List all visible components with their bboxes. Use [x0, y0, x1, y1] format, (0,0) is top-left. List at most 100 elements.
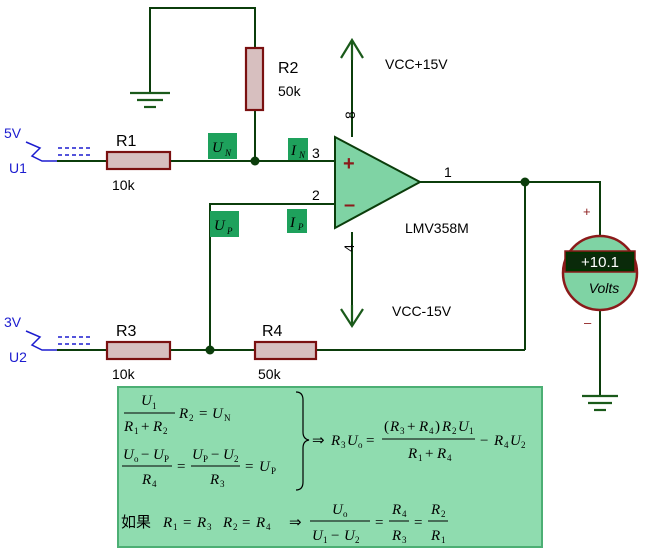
svg-text:R: R: [178, 406, 188, 422]
opamp-minus-sign: –: [344, 194, 355, 216]
u2-name: U2: [9, 349, 27, 365]
svg-text:4: 4: [447, 453, 452, 463]
svg-text:−: −: [141, 447, 149, 463]
svg-text:I: I: [289, 215, 296, 231]
pin-8-label: 8: [342, 111, 358, 119]
svg-text:−: −: [480, 433, 488, 449]
formula-if-text: 如果: [121, 513, 151, 531]
svg-text:R: R: [330, 433, 340, 449]
resistor-r2[interactable]: [244, 46, 265, 112]
svg-text:P: P: [271, 466, 276, 476]
ground-meter: [582, 394, 618, 412]
u1-value: 5V: [4, 125, 22, 141]
svg-text:=: =: [199, 406, 207, 422]
svg-text:I: I: [290, 143, 297, 159]
svg-text:R: R: [430, 528, 440, 544]
svg-text:R: R: [493, 433, 503, 449]
svg-text:=: =: [177, 459, 185, 475]
svg-text:2: 2: [452, 426, 457, 436]
svg-text:4: 4: [504, 440, 509, 450]
source-u2-icon[interactable]: [25, 330, 92, 351]
svg-text:U: U: [123, 447, 135, 463]
resistor-r3[interactable]: [105, 340, 172, 361]
r1-value: 10k: [112, 177, 136, 193]
source-u1-icon[interactable]: [25, 141, 92, 162]
svg-text:R: R: [436, 446, 446, 462]
voltmeter-reading: +10.1: [581, 254, 619, 271]
svg-text:R: R: [255, 515, 265, 531]
svg-text:N: N: [298, 150, 306, 160]
r4-value: 50k: [258, 366, 282, 382]
svg-text:R: R: [123, 419, 133, 435]
svg-text:1: 1: [173, 522, 178, 532]
svg-text:(: (: [384, 419, 389, 435]
svg-text:R: R: [418, 419, 428, 435]
svg-text:1: 1: [469, 426, 474, 436]
tag-ip: I P: [287, 209, 307, 233]
vcc-neg-label: VCC-15V: [392, 303, 452, 319]
svg-text:4: 4: [152, 479, 157, 489]
svg-text:=: =: [242, 515, 250, 531]
svg-text:U: U: [214, 218, 226, 234]
r2-value: 50k: [278, 83, 302, 99]
svg-text:R: R: [152, 419, 162, 435]
svg-text:2: 2: [234, 454, 239, 464]
vcc-pos-label: VCC+15V: [385, 56, 448, 72]
pin-3-label: 3: [312, 145, 320, 161]
vcc-pos-arrow-icon: [340, 37, 364, 60]
svg-text:U: U: [510, 433, 522, 449]
svg-text:U: U: [312, 528, 324, 544]
voltmeter-plus: +: [583, 204, 591, 219]
svg-text:U: U: [212, 140, 224, 156]
resistor-r1[interactable]: [105, 150, 172, 171]
svg-text:U: U: [192, 447, 204, 463]
svg-text:N: N: [224, 148, 232, 158]
ground-r2: [130, 91, 170, 109]
svg-text:3: 3: [220, 479, 225, 489]
svg-text:1: 1: [134, 426, 139, 436]
svg-text:⇒: ⇒: [312, 433, 325, 449]
svg-text:=: =: [245, 459, 253, 475]
voltmeter-unit: Volts: [589, 280, 620, 296]
svg-text:o: o: [134, 454, 139, 464]
opamp-model-label: LMV358M: [405, 220, 469, 236]
svg-text:R: R: [222, 515, 232, 531]
svg-text:U: U: [212, 406, 224, 422]
svg-text:P: P: [297, 222, 304, 232]
svg-text:o: o: [358, 440, 363, 450]
tag-un: U N: [208, 133, 237, 159]
svg-text:1: 1: [323, 535, 328, 545]
voltmeter[interactable]: [561, 234, 639, 312]
pin-1-label: 1: [444, 164, 452, 180]
svg-text:2: 2: [189, 413, 194, 423]
svg-text:R: R: [196, 515, 206, 531]
r1-name: R1: [116, 133, 137, 150]
svg-text:1: 1: [152, 401, 157, 411]
svg-text:o: o: [343, 509, 348, 519]
voltmeter-minus: –: [584, 315, 592, 330]
svg-text:2: 2: [521, 440, 526, 450]
resistor-r4[interactable]: [253, 340, 318, 361]
svg-text:R: R: [430, 502, 440, 518]
svg-text:): ): [435, 419, 440, 435]
pin-4-label: 4: [341, 244, 357, 252]
opamp[interactable]: [334, 135, 423, 230]
svg-text:2: 2: [163, 426, 168, 436]
r3-value: 10k: [112, 366, 136, 382]
svg-text:R: R: [141, 472, 151, 488]
svg-text:R: R: [389, 419, 399, 435]
svg-text:P: P: [226, 226, 233, 236]
svg-text:U: U: [259, 459, 271, 475]
svg-text:P: P: [164, 454, 169, 464]
wires: [57, 7, 601, 395]
svg-text:1: 1: [418, 453, 423, 463]
svg-text:=: =: [414, 515, 422, 531]
svg-text:U: U: [347, 433, 359, 449]
vcc-neg-arrow-icon: [340, 305, 364, 329]
svg-text:⇒: ⇒: [289, 515, 302, 531]
svg-text:3: 3: [207, 522, 212, 532]
svg-text:2: 2: [233, 522, 238, 532]
svg-text:R: R: [441, 419, 451, 435]
svg-text:+: +: [141, 419, 149, 435]
u1-name: U1: [9, 160, 27, 176]
